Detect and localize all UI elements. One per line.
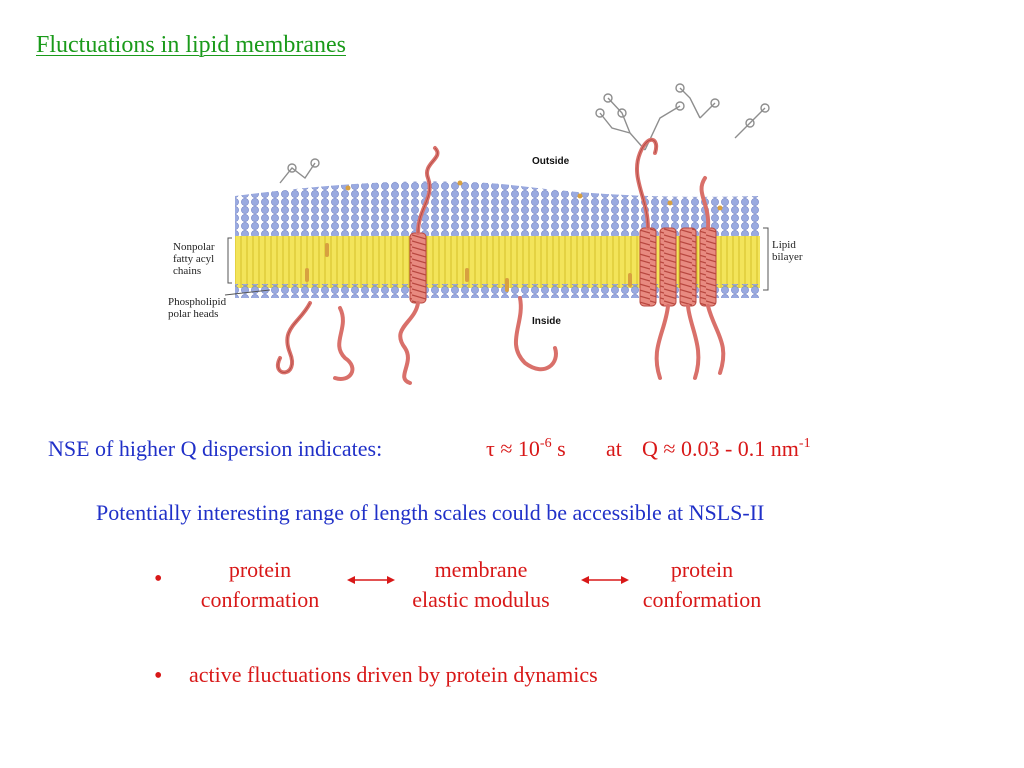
cholesterol-marks	[305, 180, 723, 292]
q-exponent: -1	[798, 436, 811, 451]
term-middle-line2: elastic modulus	[412, 587, 550, 612]
protein-loop-outlines	[277, 139, 657, 373]
tau-exponent: -6	[539, 436, 552, 451]
nse-statement: NSE of higher Q dispersion indicates:	[48, 436, 383, 461]
term-protein-conformation-left: protein conformation	[180, 555, 340, 615]
label-nonpolar-1: Nonpolar	[173, 241, 215, 253]
tau-value: τ ≈ 10-6 s	[486, 436, 566, 462]
active-fluctuations-text: active fluctuations driven by protein dy…	[189, 662, 598, 687]
term-middle-line1: membrane	[434, 557, 528, 582]
term-membrane-elastic-modulus: membrane elastic modulus	[396, 555, 566, 615]
bullet-active: •	[154, 663, 163, 689]
label-nonpolar-2: fatty acyl	[173, 253, 214, 265]
glycan-chains	[279, 83, 770, 184]
q-prefix: Q ≈ 0.03 - 0.1 nm	[642, 436, 799, 461]
slide-title: Fluctuations in lipid membranes	[36, 32, 346, 58]
at-word: at	[606, 436, 622, 461]
term-left-line1: protein	[228, 557, 292, 582]
label-nonpolar-3: chains	[173, 265, 201, 277]
potential-statement: Potentially interesting range of length …	[96, 500, 765, 525]
label-lipid-2: bilayer	[772, 251, 803, 263]
term-left-line2: conformation	[200, 587, 320, 612]
membrane-figure: Outside Inside Nonpolar fatty acyl chain…	[168, 83, 803, 385]
double-arrow-icon	[581, 576, 629, 584]
label-inside: Inside	[532, 316, 561, 327]
q-range: Q ≈ 0.03 - 0.1 nm-1	[642, 436, 811, 462]
tau-unit: s	[551, 436, 566, 461]
tau-prefix: τ ≈ 10	[486, 436, 540, 461]
bullet-coupling: •	[154, 566, 163, 592]
label-phospholipid-1: Phospholipid	[168, 296, 227, 308]
label-lipid-1: Lipid	[772, 239, 796, 251]
transmembrane-helices	[409, 227, 717, 307]
term-right-line1: protein	[670, 557, 734, 582]
label-outside: Outside	[532, 156, 570, 167]
term-protein-conformation-right: protein conformation	[622, 555, 782, 615]
bilayer-brackets	[224, 227, 769, 296]
label-phospholipid-2: polar heads	[168, 308, 218, 320]
inner-head-layer	[235, 284, 760, 298]
outer-head-layer	[235, 181, 760, 236]
double-arrow-icon	[347, 576, 395, 584]
term-right-line2: conformation	[642, 587, 762, 612]
